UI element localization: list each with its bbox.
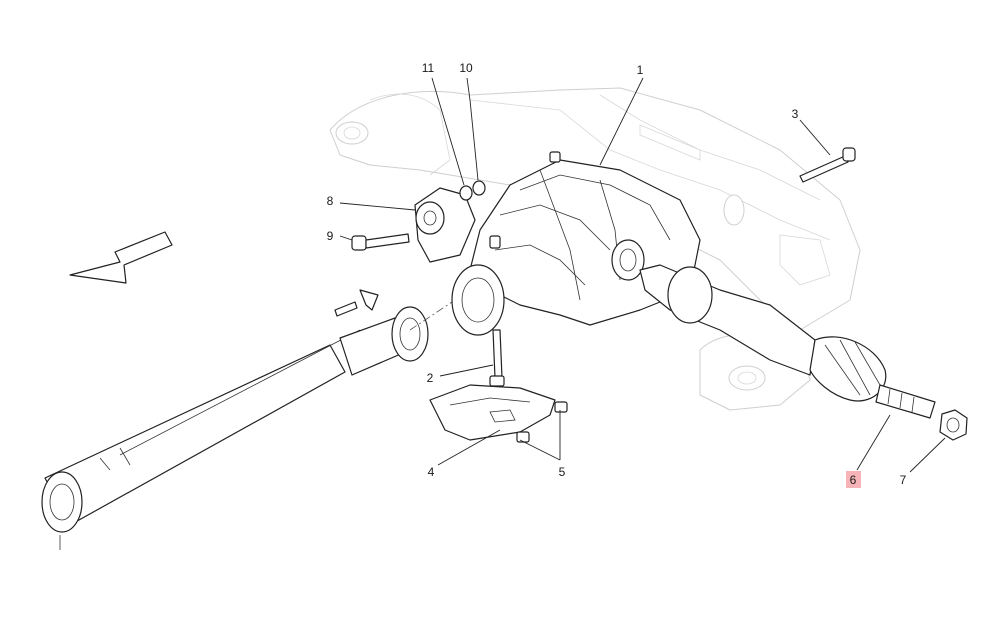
mount-bolt <box>351 233 410 251</box>
callouts: 1 2 3 4 5 6 7 8 9 10 11 <box>327 61 907 487</box>
long-bolt <box>799 147 856 183</box>
leader-lines <box>339 77 946 473</box>
mount-bushing <box>414 180 486 263</box>
callout-8[interactable]: 8 <box>327 194 334 208</box>
bracket-nuts <box>516 401 568 443</box>
callout-1[interactable]: 1 <box>637 63 644 77</box>
heat-shield <box>429 384 556 441</box>
selected-callout-highlight <box>846 471 861 488</box>
callout-2[interactable]: 2 <box>427 371 434 385</box>
vertical-bolt <box>489 329 505 387</box>
callout-3[interactable]: 3 <box>792 107 799 121</box>
drive-shaft <box>639 264 936 419</box>
axle-nut <box>939 409 968 441</box>
differential-housing <box>451 151 701 336</box>
callout-6[interactable]: 6 <box>850 473 857 487</box>
callout-9[interactable]: 9 <box>327 229 334 243</box>
propeller-shaft <box>41 306 429 550</box>
callout-4[interactable]: 4 <box>428 465 435 479</box>
callout-10[interactable]: 10 <box>459 61 473 75</box>
callout-11[interactable]: 11 <box>422 61 435 75</box>
callout-7[interactable]: 7 <box>900 473 907 487</box>
flange-bolt <box>334 289 379 317</box>
callout-5[interactable]: 5 <box>559 465 566 479</box>
front-arrow-icon <box>69 231 173 284</box>
